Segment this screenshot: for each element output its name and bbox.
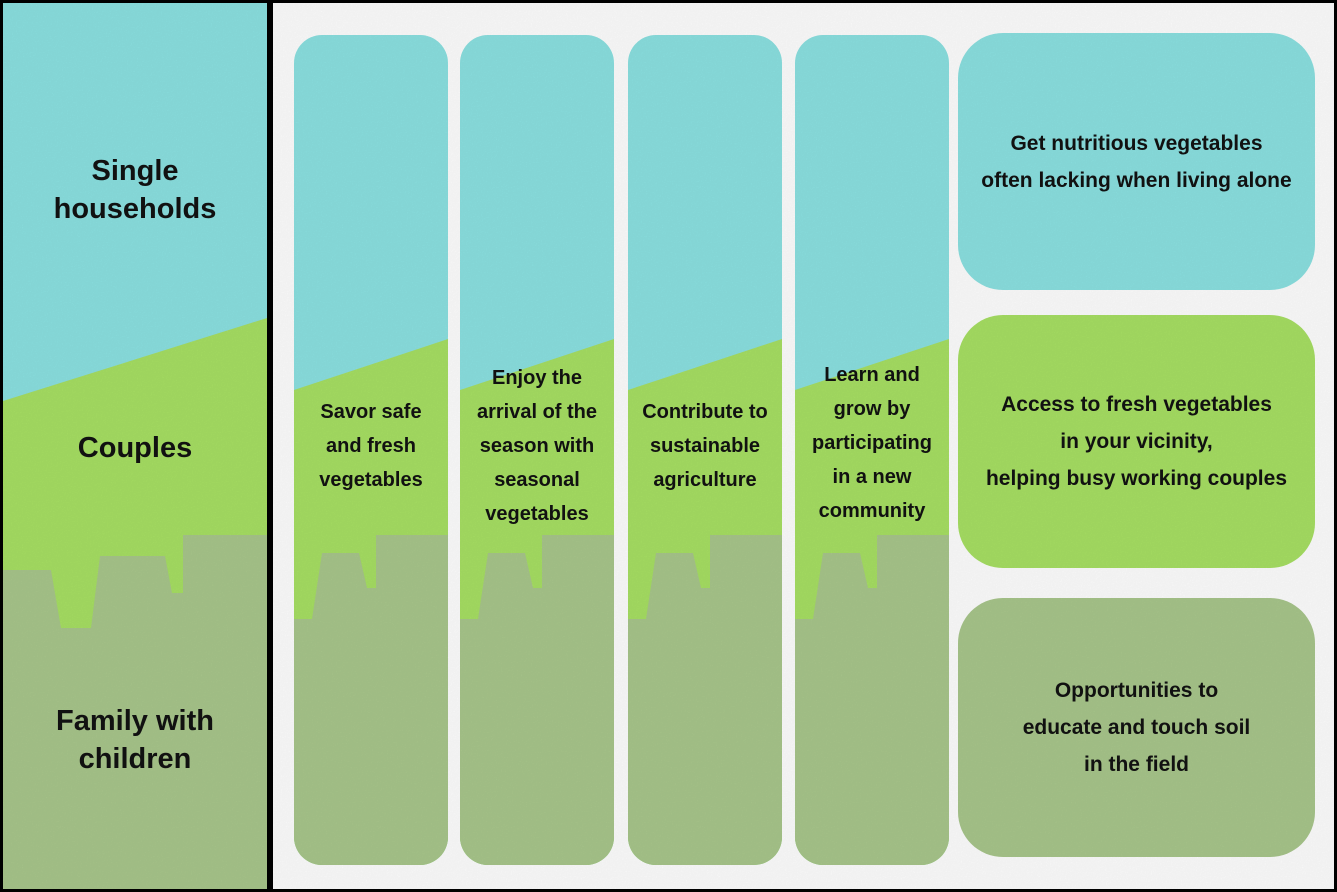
value-column-3: Contribute to sustainable agriculture [628,35,782,865]
benefit-card-text: Get nutritious vegetables often lacking … [981,131,1292,192]
value-column-2-text: Enjoy the arrival of the season with sea… [476,367,598,525]
value-column-1: Savor safe and fresh vegetables [294,35,448,865]
benefit-card-text: Access to fresh vegetables in your vicin… [985,393,1288,490]
value-column-2: Enjoy the arrival of the season with sea… [460,35,614,865]
value-column-4: Learn and grow by participating in a new… [795,35,949,865]
value-column-1-text: Savor safe and fresh vegetables [319,401,423,491]
benefit-card-couples: Access to fresh vegetables in your vicin… [958,315,1315,568]
benefits-matrix: Savor safe and fresh vegetables Enjoy th… [270,0,1337,892]
audience-label-single-households: Single households [53,155,217,225]
benefit-card-single-households: Get nutritious vegetables often lacking … [958,33,1315,290]
value-column-3-text: Contribute to sustainable agriculture [642,401,768,491]
audience-panel: Single households Couples Family with ch… [0,0,270,892]
benefit-card-family-with-children: Opportunities to educate and touch soil … [958,598,1315,857]
audience-label-family-with-children: Family with children [56,705,214,775]
value-column-4-text: Learn and grow by participating in a new… [811,364,932,522]
audience-label-couples: Couples [77,432,193,464]
benefit-card-text: Opportunities to educate and touch soil … [1022,679,1251,776]
